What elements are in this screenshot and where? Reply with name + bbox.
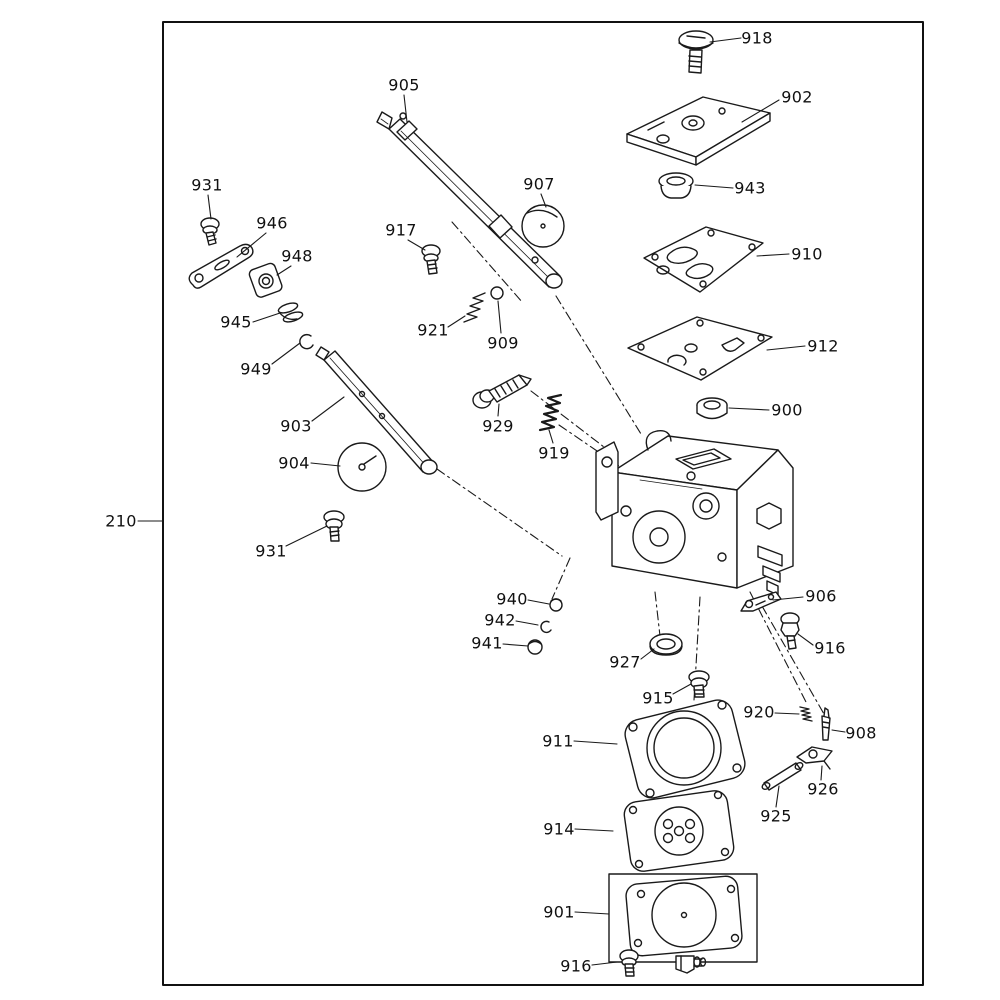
part-908-needle bbox=[821, 707, 831, 741]
part-916-screw-bottom bbox=[619, 949, 639, 977]
part-927-seal bbox=[649, 633, 683, 656]
part-946-lever bbox=[188, 243, 254, 289]
part-911-diaphragm bbox=[624, 699, 746, 799]
part-919-spring bbox=[538, 393, 563, 432]
part-931-screw-lower bbox=[323, 510, 345, 542]
part-900-sleeve bbox=[696, 397, 728, 420]
part-907-disc bbox=[521, 204, 565, 248]
part-915-screw bbox=[688, 670, 710, 698]
carburetor-body bbox=[595, 430, 794, 596]
part-920-spring bbox=[799, 706, 813, 722]
frame-border bbox=[162, 21, 924, 986]
part-948-bushing bbox=[248, 262, 283, 298]
part-905-rod bbox=[376, 111, 563, 289]
part-941-cap bbox=[527, 639, 543, 655]
part-909-ring bbox=[490, 286, 504, 300]
part-917-screw bbox=[421, 244, 441, 275]
part-918-screw bbox=[678, 30, 714, 74]
part-912-gasket bbox=[627, 316, 773, 381]
part-904-disc bbox=[337, 442, 387, 492]
part-902-top-cover bbox=[626, 96, 771, 166]
part-943-grommet bbox=[658, 172, 694, 199]
part-942-ring bbox=[540, 620, 552, 634]
part-931-screw-upper bbox=[200, 217, 220, 246]
part-916-screw-right bbox=[780, 612, 800, 650]
part-921-spring bbox=[463, 292, 486, 323]
part-945-clip bbox=[277, 302, 304, 323]
part-926-spring-lever bbox=[796, 746, 833, 770]
part-906-clip bbox=[740, 591, 782, 612]
leader-lines bbox=[137, 37, 846, 966]
part-910-gasket bbox=[643, 226, 764, 293]
part-949-eclip bbox=[299, 333, 314, 350]
part-940-plug bbox=[549, 598, 563, 612]
part-914-gasket bbox=[623, 790, 735, 872]
part-925-pin bbox=[761, 761, 804, 791]
alignment-lines bbox=[436, 221, 825, 715]
part-pump-fitting bbox=[675, 955, 707, 974]
part-901-pump-cover bbox=[608, 873, 758, 963]
part-903-rod bbox=[315, 346, 438, 475]
part-929-screw bbox=[472, 374, 532, 409]
